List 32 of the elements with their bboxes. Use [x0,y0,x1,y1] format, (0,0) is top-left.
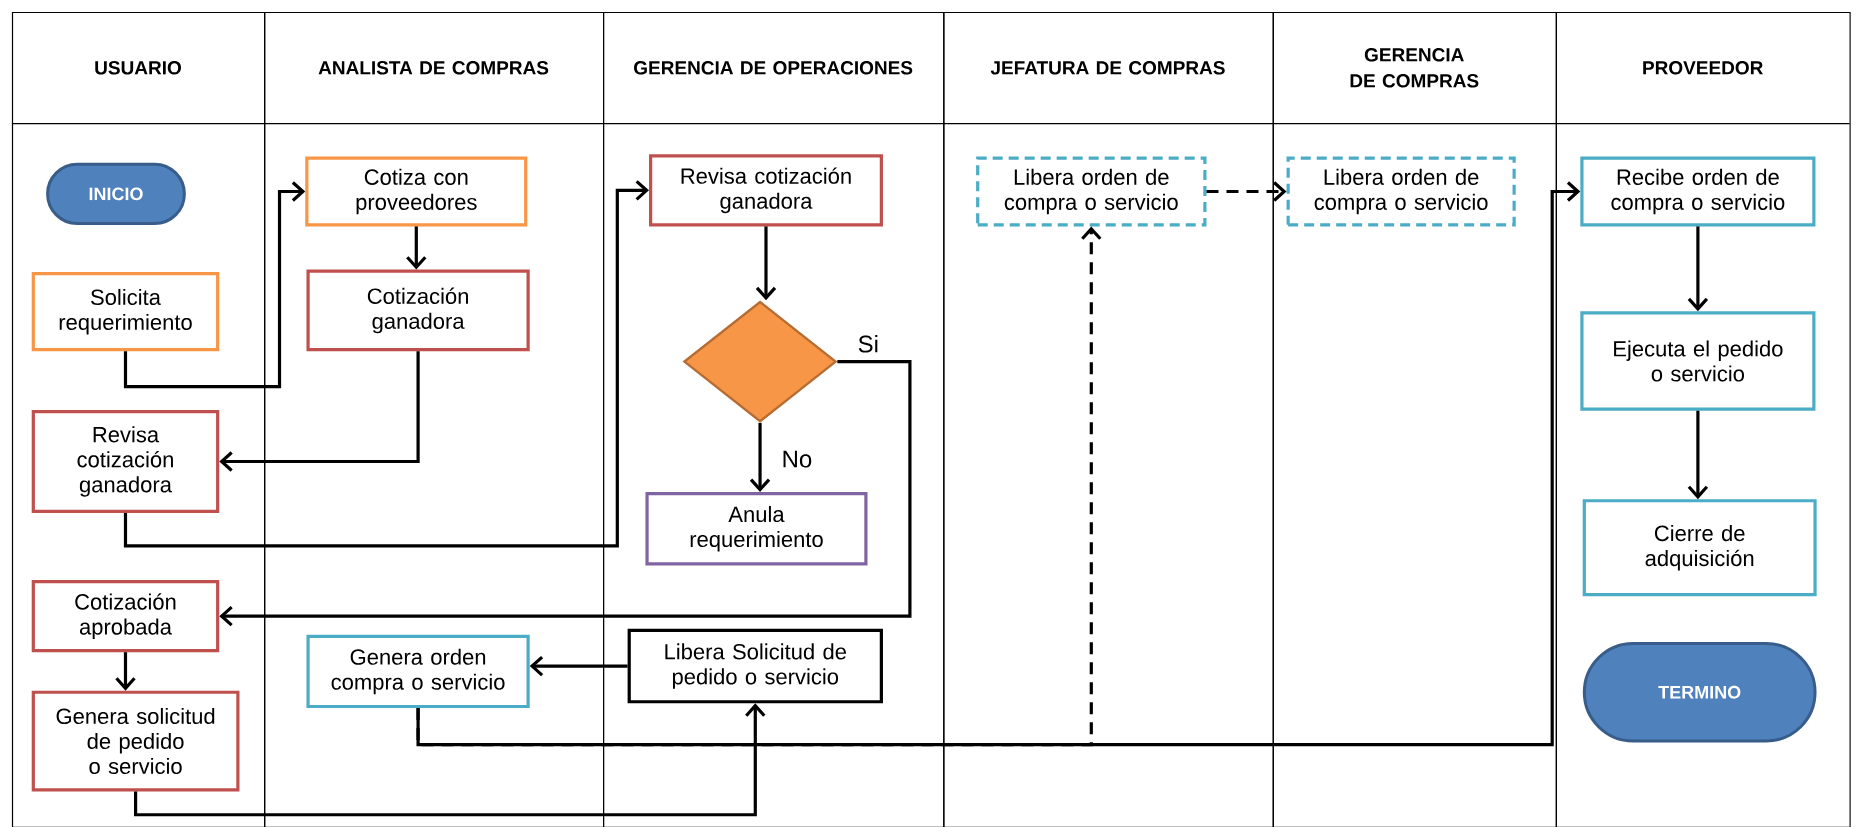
arrow [1206,181,1287,202]
edge-label: No [779,448,815,470]
process-box: Cotización aprobada [31,580,220,653]
arrow [219,360,912,627]
arrow [416,181,1581,747]
arrow [1687,410,1709,500]
process-box: Libera orden de compra o servicio [976,156,1207,227]
process-box: Cotiza con proveedores [305,156,528,227]
process-box: Recibe orden de compra o servicio [1580,156,1816,227]
process-box: Libera Solicitud de pedido o servicio [627,628,883,704]
process-box: Anula requerimiento [645,492,868,566]
process-box: Cierre de adquisición [1582,499,1817,597]
arrow [416,226,1102,747]
process-box: Ejecuta el pedido o servicio [1580,311,1816,411]
process-box: Revisa cotización ganadora [31,409,220,514]
arrow [1687,226,1709,312]
arrow [123,180,650,548]
process-box: Libera orden de compra o servicio [1286,156,1516,227]
arrow [406,226,427,270]
arrow [219,351,420,472]
arrow [755,226,777,301]
process-box: Solicita requerimiento [31,271,220,352]
process-box: Genera orden compra o servicio [306,634,530,709]
arrow [115,652,136,691]
arrow [749,422,771,492]
arrow [123,181,306,389]
process-box: Revisa cotización ganadora [649,154,883,227]
arrow [134,703,766,817]
process-box: Cotización ganadora [306,269,530,352]
edge-label: Si [855,332,881,355]
process-box: Genera solicitud de pedido o servicio [31,690,240,792]
arrow [529,655,628,677]
